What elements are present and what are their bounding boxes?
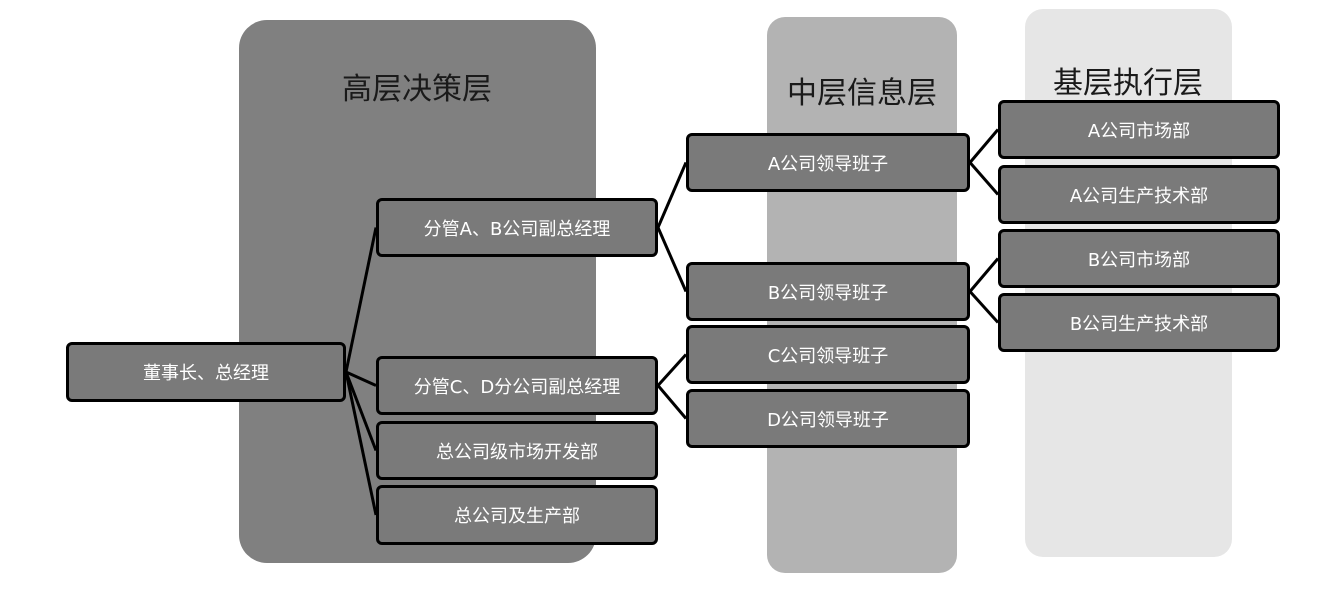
node-vp-cd: 分管C、D分公司副总经理 xyxy=(376,356,658,415)
connector-root-vp_cd xyxy=(345,370,377,387)
node-lead-c: C公司领导班子 xyxy=(686,325,970,384)
connector-vp_cd-lead_d xyxy=(656,384,688,420)
connector-lead_a-a_market xyxy=(968,128,1000,164)
connector-root-market_dev xyxy=(344,371,378,452)
node-lead-b: B公司领导班子 xyxy=(686,262,970,321)
connector-lead_b-b_tech xyxy=(968,290,1000,324)
connector-root-production xyxy=(344,371,378,516)
node-lead-a: A公司领导班子 xyxy=(686,133,970,192)
layer-title-top: 高层决策层 xyxy=(342,72,492,107)
node-production: 总公司及生产部 xyxy=(376,485,658,545)
connector-root-vp_ab xyxy=(344,227,378,373)
node-vp-ab: 分管A、B公司副总经理 xyxy=(376,198,658,257)
node-root: 董事长、总经理 xyxy=(66,342,346,402)
node-b-tech: B公司生产技术部 xyxy=(998,293,1280,352)
node-a-tech: A公司生产技术部 xyxy=(998,165,1280,224)
layer-title-base: 基层执行层 xyxy=(1053,66,1203,101)
node-lead-d: D公司领导班子 xyxy=(686,389,970,448)
layer-title-middle: 中层信息层 xyxy=(787,76,937,111)
node-a-market: A公司市场部 xyxy=(998,100,1280,159)
connector-vp_ab-lead_a xyxy=(656,161,688,229)
connector-vp_ab-lead_b xyxy=(656,226,688,293)
node-market-dev: 总公司级市场开发部 xyxy=(376,421,658,480)
connector-vp_cd-lead_c xyxy=(656,353,688,387)
connector-lead_a-a_tech xyxy=(968,161,1000,196)
connector-lead_b-b_market xyxy=(968,257,1000,293)
node-b-market: B公司市场部 xyxy=(998,229,1280,288)
